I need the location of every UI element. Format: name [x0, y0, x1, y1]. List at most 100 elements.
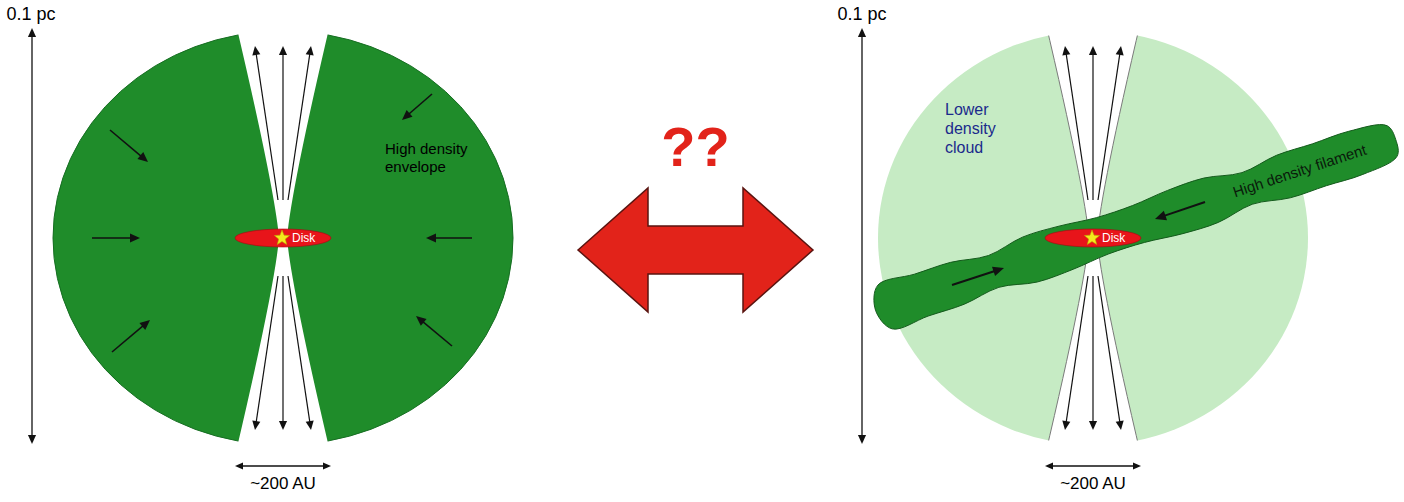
shape-group — [53, 20, 513, 456]
infall-arrow — [952, 267, 1004, 285]
infall-arrow — [92, 234, 140, 243]
arrow-head — [235, 462, 243, 469]
outflow-arrow — [1062, 46, 1088, 200]
node-label: High density envelope — [385, 140, 485, 176]
arrow-shaft — [110, 130, 142, 157]
outflow-arrow — [1089, 46, 1097, 200]
arrow-shaft — [1066, 53, 1088, 200]
outflow-arrow — [279, 46, 287, 200]
cloud-region: Lower density cloudHigh density filament… — [878, 31, 1308, 445]
scale-label: 0.1 pc — [837, 4, 886, 25]
outflow-arrow — [1089, 276, 1097, 430]
infall-arrow — [426, 234, 472, 243]
arrow-head — [279, 46, 287, 55]
scale-bar — [235, 462, 331, 469]
shape-group — [878, 20, 1308, 456]
edge-label: ?? — [661, 116, 729, 178]
scale-bar — [858, 28, 866, 444]
arrow-shaft — [1092, 276, 1093, 423]
scale-bar — [28, 28, 36, 444]
arrow-shaft — [1163, 202, 1205, 216]
shape-group — [874, 125, 1398, 330]
arrow-head — [139, 320, 150, 330]
outflow-cavity — [1045, 20, 1141, 456]
arrow-shaft — [422, 321, 452, 346]
filament-shape — [874, 125, 1398, 330]
envelope-region: High density envelopeDisk — [53, 31, 513, 445]
outflow-arrow — [279, 276, 287, 430]
outflow-arrow — [252, 276, 278, 430]
arrow-head — [323, 462, 331, 469]
disk-ellipse: Disk — [235, 229, 331, 247]
node-label: Disk — [1102, 229, 1125, 247]
arrow-head — [1116, 46, 1124, 55]
outflow-arrow — [1098, 276, 1124, 430]
arrow-head — [1089, 46, 1097, 55]
infall-arrow — [402, 94, 432, 120]
outflow-arrow — [1098, 46, 1124, 200]
shape-group — [235, 229, 331, 247]
arrow-head — [306, 46, 314, 55]
node-shape — [1045, 229, 1141, 247]
arrow-head — [426, 234, 436, 243]
arrow-shaft — [408, 94, 432, 115]
arrow-head — [858, 435, 866, 444]
arrow-head — [28, 435, 36, 444]
node-label: Lower density cloud — [945, 100, 1015, 157]
arrow-head — [858, 28, 866, 37]
protostar-symbol — [274, 230, 289, 244]
outflow-cavity — [235, 20, 331, 456]
arrow-shaft — [952, 271, 996, 285]
arrow-head — [992, 267, 1004, 276]
arrow-head — [1089, 421, 1097, 430]
arrow-shaft — [861, 35, 862, 437]
arrow-head — [279, 421, 287, 430]
node-shape — [872, 118, 1402, 330]
scale-label: ~200 AU — [1060, 474, 1126, 494]
outflow-arrow — [252, 46, 278, 200]
arrow-shaft — [1051, 465, 1134, 466]
arrow-shaft — [1092, 53, 1093, 200]
arrow-shaft — [1066, 276, 1088, 423]
arrow-shaft — [241, 465, 324, 466]
shape-group — [1045, 229, 1141, 247]
disk-ellipse: Disk — [1045, 229, 1141, 247]
arrow-head — [416, 316, 427, 326]
double-block-arrow — [578, 188, 813, 312]
arrow-shaft — [256, 276, 278, 423]
arrow-head — [1155, 211, 1167, 220]
arrow-shaft — [92, 237, 132, 239]
arrow-head — [1116, 421, 1124, 430]
arrow-head — [1062, 46, 1070, 55]
outflow-arrow — [288, 46, 314, 200]
node-label: Disk — [292, 229, 315, 247]
arrow-shaft — [256, 53, 278, 200]
arrow-head — [1133, 462, 1141, 469]
infall-arrow — [1155, 202, 1205, 220]
filament-band: High density filament — [872, 118, 1402, 330]
envelope-shape — [53, 31, 513, 445]
arrow-head — [252, 46, 260, 55]
arrow-shaft — [1098, 53, 1120, 200]
protostar-symbol — [1084, 230, 1099, 244]
arrow-head — [252, 421, 260, 430]
arrow-head — [1045, 462, 1053, 469]
arrow-shaft — [112, 325, 144, 352]
arrow-head — [306, 421, 314, 430]
outflow-arrow — [288, 276, 314, 430]
arrow-head — [1062, 421, 1070, 430]
arrow-head — [137, 152, 148, 162]
arrow-shaft — [288, 53, 310, 200]
cloud-shape — [878, 31, 1308, 445]
node-shape — [235, 229, 331, 247]
disk-ellipse — [235, 229, 331, 247]
infall-arrow — [110, 130, 148, 162]
arrow-head — [402, 110, 413, 120]
scale-bar — [1045, 462, 1141, 469]
arrow-shaft — [288, 276, 310, 423]
arrow-head — [130, 234, 140, 243]
arrow-shaft — [282, 276, 283, 423]
outflow-arrow — [1062, 276, 1088, 430]
